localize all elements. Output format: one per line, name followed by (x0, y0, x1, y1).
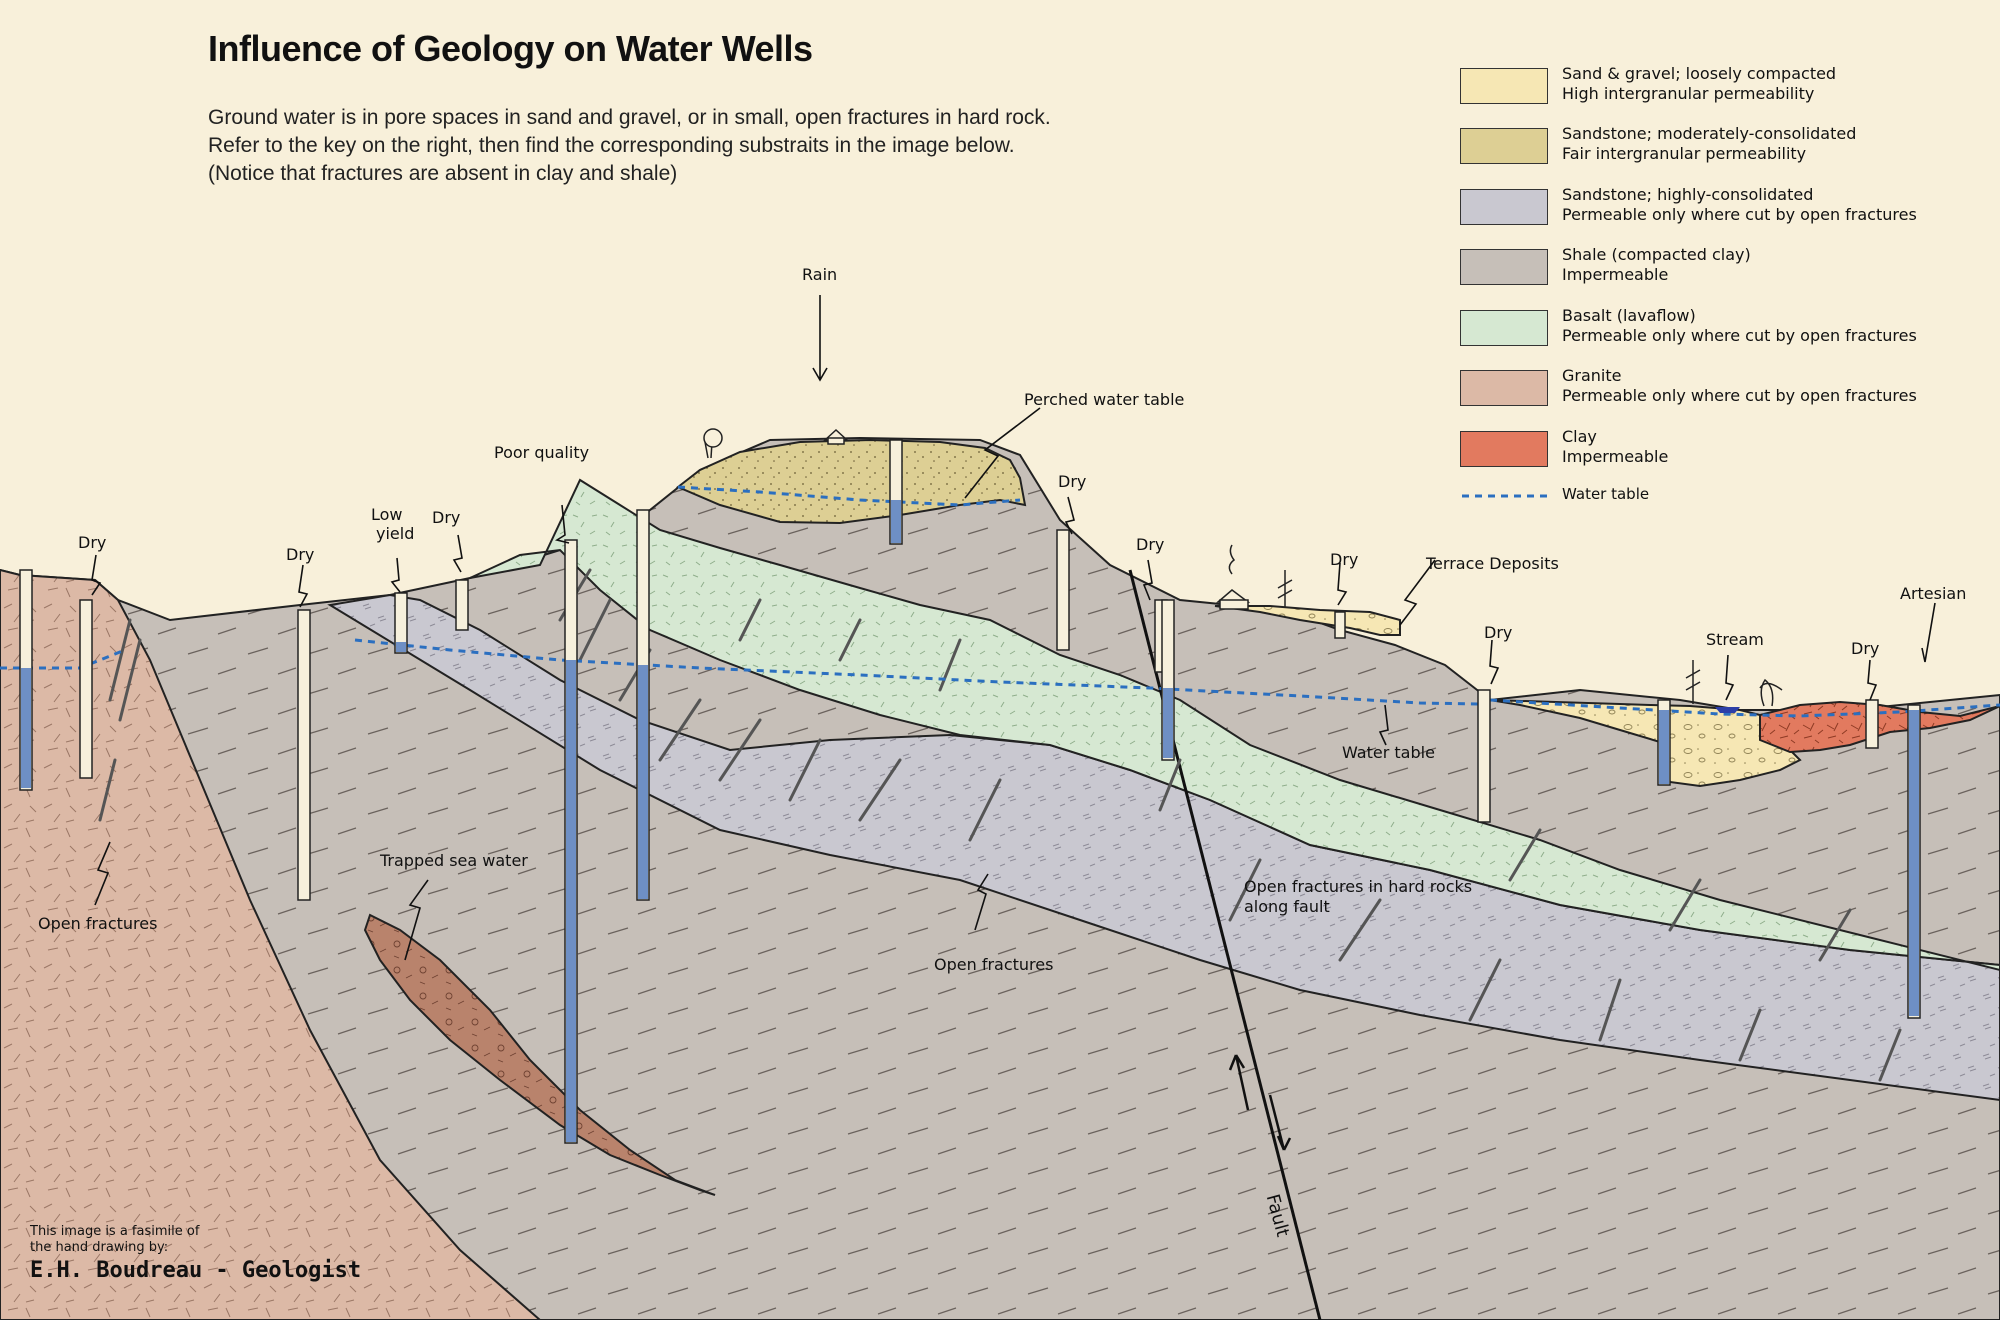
intro-line: (Notice that fractures are absent in cla… (208, 162, 678, 185)
legend-swatch (1460, 68, 1548, 104)
label-perched-water-table: Perched water table (1024, 390, 1185, 409)
legend-label: Basalt (lavaflow)Permeable only where cu… (1562, 306, 1917, 345)
trapped-sea-water (363, 913, 716, 1196)
label-dry: Dry (1136, 535, 1165, 554)
label-trapped-sea-water: Trapped sea water (380, 851, 528, 870)
label-dry: Dry (1851, 639, 1880, 658)
legend-item: Shale (compacted clay)Impermeable (1460, 243, 1980, 287)
intro-line: Refer to the key on the right, then find… (208, 134, 1015, 157)
label-artesian: Artesian (1900, 584, 1967, 603)
label-low-yield: Low (371, 505, 403, 524)
basalt-layer (469, 478, 2000, 972)
fracture-marks (98, 568, 1902, 1082)
tree-icon (703, 428, 1783, 707)
intro-text: Ground water is in pore spaces in sand a… (208, 104, 1051, 188)
label-fault-fractures: along fault (1244, 897, 1330, 916)
house-icon (823, 428, 1251, 610)
legend-label: Water table (1562, 485, 1650, 503)
legend-swatch (1460, 370, 1548, 406)
label-dry: Dry (78, 533, 107, 552)
intro-line: Ground water is in pore spaces in sand a… (208, 106, 1051, 129)
label-stream: Stream (1706, 630, 1764, 649)
label-dry: Dry (432, 508, 461, 527)
credit-line: the hand drawing by: (30, 1240, 169, 1255)
credit-line: This image is a fasimile of (30, 1224, 200, 1239)
label-open-fractures: Open fractures (934, 955, 1054, 974)
label-poor-quality: Poor quality (494, 443, 590, 462)
label-water-table: Water table (1342, 743, 1435, 762)
legend-swatch (1460, 249, 1548, 285)
legend-swatch (1460, 128, 1548, 164)
label-terrace-deposits: Terrace Deposits (1426, 554, 1559, 573)
label-dry: Dry (1058, 472, 1087, 491)
legend-swatch (1460, 431, 1548, 467)
valley-sand-gravel (1489, 699, 1802, 788)
granite-layer (0, 568, 542, 1320)
legend-swatch (1460, 189, 1548, 225)
label-rain: Rain (802, 265, 838, 284)
label-dry: Dry (1330, 550, 1359, 569)
fault-arrow-down (1268, 1094, 1292, 1151)
terrace-deposits (1214, 605, 1401, 636)
sandstone-moderate-cap (676, 438, 1027, 525)
page-title: Influence of Geology on Water Wells (208, 28, 813, 69)
pointer-arrows (91, 295, 1936, 961)
label-fault-fractures: Open fractures in hard rocks (1244, 877, 1473, 896)
label-dry: Dry (1484, 623, 1513, 642)
legend-label: Shale (compacted clay)Impermeable (1562, 245, 1751, 284)
legend-item: Basalt (lavaflow)Permeable only where cu… (1460, 304, 1980, 348)
fault-arrow-up (1228, 1054, 1250, 1111)
wells (19, 439, 1921, 1144)
credit-author: E.H. Boudreau - Geologist (30, 1258, 362, 1283)
label-low-yield: yield (376, 524, 415, 543)
stream-water (1715, 707, 1740, 713)
credit-note: This image is a fasimile of the hand dra… (30, 1224, 199, 1256)
water-table-swatch (1462, 494, 1548, 498)
legend-swatch (1460, 310, 1548, 346)
legend-item-water-table: Water table (1460, 482, 1980, 526)
label-dry: Dry (286, 545, 315, 564)
label-open-fractures: Open fractures (38, 914, 158, 933)
